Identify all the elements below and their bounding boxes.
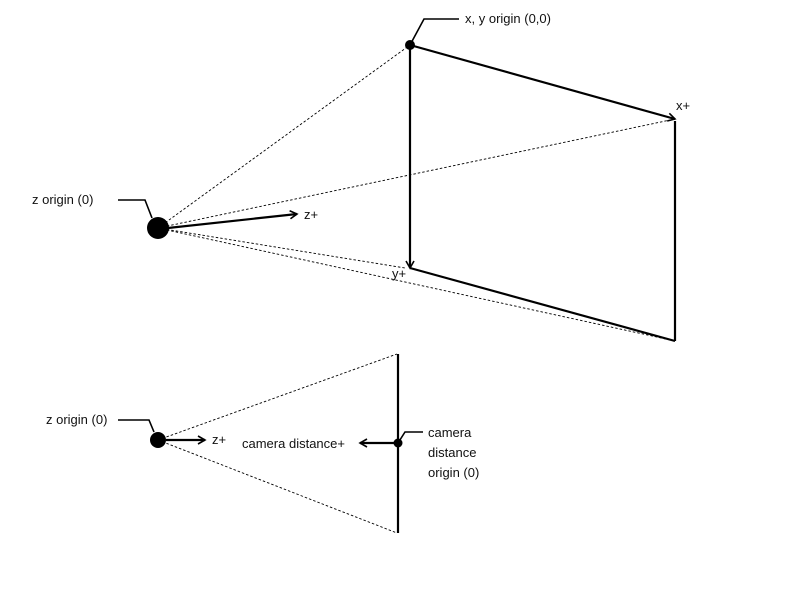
frustum-line-bottom-right bbox=[157, 227, 676, 342]
camera-distance-origin-label-line2: distance bbox=[428, 445, 476, 460]
camera-distance-origin-label-line3: origin (0) bbox=[428, 465, 479, 480]
bottom-diagram: z origin (0) z+ camera distance+ camera … bbox=[46, 353, 479, 534]
frustum-line-top-right bbox=[157, 118, 676, 229]
z-origin-leader bbox=[118, 199, 153, 219]
xy-origin-leader bbox=[409, 18, 459, 46]
frustum-line-bottom bbox=[157, 439, 398, 534]
z-origin-label: z origin (0) bbox=[32, 192, 93, 207]
z-origin-dot bbox=[147, 217, 169, 239]
y-axis-label: y+ bbox=[392, 266, 406, 281]
camera-distance-axis-label: camera distance+ bbox=[242, 436, 345, 451]
x-axis-label: x+ bbox=[676, 98, 690, 113]
top-diagram: x, y origin (0,0) x+ y+ z origin (0) z+ bbox=[32, 11, 690, 343]
frustum-line-top bbox=[157, 353, 398, 441]
z-origin-label: z origin (0) bbox=[46, 412, 107, 427]
camera-distance-origin-leader bbox=[397, 431, 423, 444]
z-axis-label: z+ bbox=[212, 432, 226, 447]
xy-origin-label: x, y origin (0,0) bbox=[465, 11, 551, 26]
x-axis-arrow bbox=[409, 43, 677, 122]
camera-distance-origin-label-line1: camera bbox=[428, 425, 472, 440]
plane-bottom-edge bbox=[409, 266, 676, 343]
z-axis-arrow bbox=[167, 210, 299, 230]
z-origin-dot bbox=[150, 432, 166, 448]
frustum-line-top-left bbox=[157, 44, 411, 229]
frustum-line-bottom-left bbox=[157, 227, 406, 269]
z-origin-leader bbox=[118, 419, 155, 433]
z-axis-label: z+ bbox=[304, 207, 318, 222]
